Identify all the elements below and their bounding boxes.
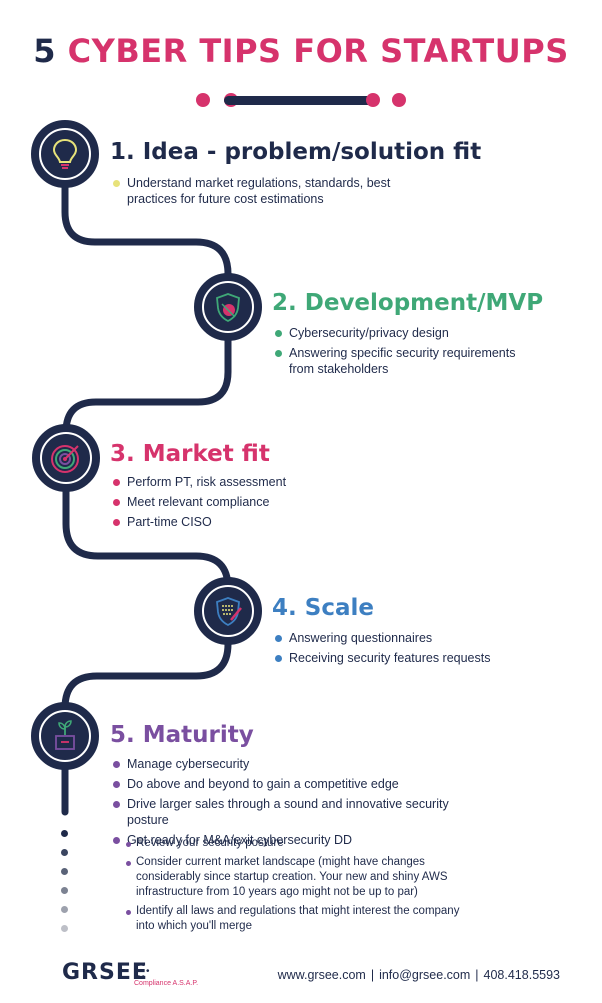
website-link[interactable]: www.grsee.com [277,968,366,982]
list-item: Receiving security features requests [272,650,542,666]
list-item: Manage cybersecurity [110,756,490,772]
step-3-heading: 3. Market fit [110,441,270,467]
step-1-bullets: Understand market regulations, standards… [110,175,400,211]
list-item: Identify all laws and regulations that m… [124,904,474,934]
page-title: 5 CYBER TIPS FOR STARTUPS [0,32,602,70]
step-4-bullets: Answering questionnaires Receiving secur… [272,630,542,670]
step-3-bullets: Perform PT, risk assessment Meet relevan… [110,474,390,534]
step-1-icon-circle [31,120,99,188]
logo-tagline: Compliance A.S.A.P. [134,980,199,987]
email-link[interactable]: info@grsee.com [379,968,471,982]
list-item: Answering questionnaires [272,630,542,646]
step-4-heading: 4. Scale [272,595,374,621]
lightbulb-icon [52,138,78,169]
list-item: Perform PT, risk assessment [110,474,390,490]
title-text: CYBER TIPS FOR STARTUPS [67,32,569,70]
step-3-icon-circle [32,424,100,492]
phone-number[interactable]: 408.418.5593 [483,968,560,982]
step-5-bullets: Manage cybersecurity Do above and beyond… [110,756,490,852]
title-number: 5 [33,32,57,70]
step-5-heading: 5. Maturity [110,722,254,748]
step-2-bullets: Cybersecurity/privacy design Answering s… [272,325,542,381]
grsee-logo: GRSEE [62,960,148,985]
shield-wrench-icon [216,597,242,627]
footer-contact: www.grsee.com|info@grsee.com|408.418.559… [277,968,560,982]
list-item: Meet relevant compliance [110,494,390,510]
target-icon [51,445,79,473]
list-item: Review your security posture [124,836,474,851]
step-2-icon-circle [194,273,262,341]
list-item: Answering specific security requirements… [272,345,542,377]
list-item: Get ready for M&A/exit cybersecurity DD [110,832,490,848]
list-item: Understand market regulations, standards… [110,175,400,207]
step-1-heading: 1. Idea - problem/solution fit [110,139,482,165]
step-5-icon-circle [31,702,99,770]
list-item: Drive larger sales through a sound and i… [110,796,490,828]
list-item: Part-time CISO [110,514,390,530]
list-item: Cybersecurity/privacy design [272,325,542,341]
logo-dots-icon: ••••••• [137,960,151,983]
plant-box-icon [55,720,75,750]
step-4-icon-circle [194,577,262,645]
step-2-heading: 2. Development/MVP [272,290,544,316]
list-item: Do above and beyond to gain a competitiv… [110,776,490,792]
shield-bug-icon [216,293,240,323]
list-item: Consider current market landscape (might… [124,855,474,900]
step-5-sub-bullets: Review your security posture Consider cu… [124,836,474,938]
